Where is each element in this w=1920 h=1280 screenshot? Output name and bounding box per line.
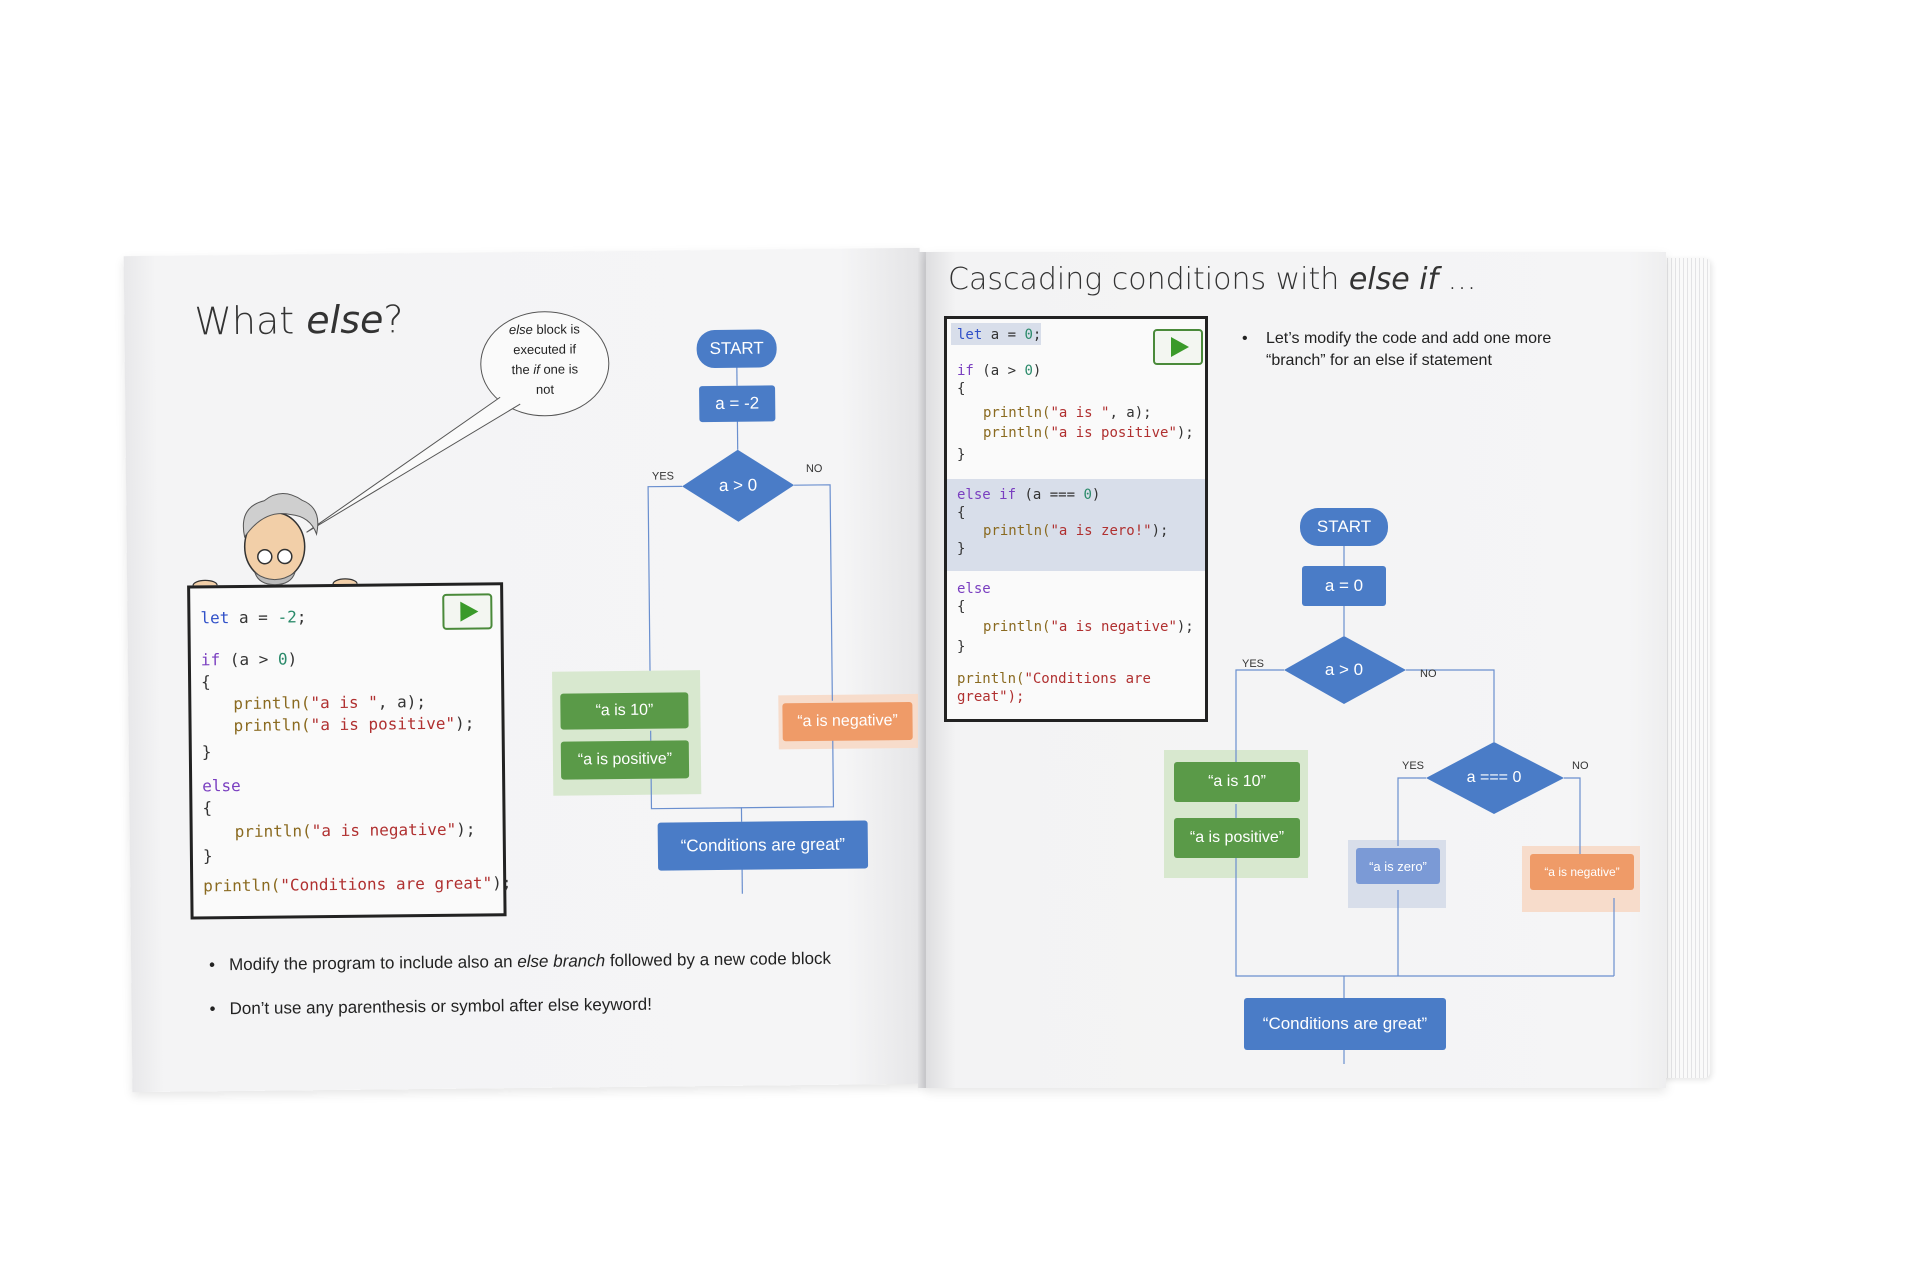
code-token: 0	[1024, 327, 1033, 343]
code-token: ;	[1032, 327, 1042, 343]
code-token: println(	[983, 523, 1051, 539]
code-token: println(	[983, 619, 1051, 635]
flow-condition-1: a > 0	[1324, 660, 1364, 679]
flow-yes-step1: “a is 10”	[560, 692, 689, 730]
title-text: Cascading conditions with	[948, 262, 1349, 297]
code-line: println("a is negative");	[983, 619, 1194, 635]
left-page: What else? else block is executed if the…	[123, 247, 929, 1093]
flow-condition: a > 0	[718, 475, 758, 495]
code-token: if	[957, 363, 974, 379]
code-line: }	[957, 447, 966, 463]
flow-no-label: NO	[805, 462, 823, 476]
flow-end: “Conditions are great”	[657, 820, 869, 871]
title-suffix: ...	[1438, 262, 1477, 297]
bullet-text: Modify the program to include also an	[228, 952, 518, 975]
code-token: , a);	[1109, 405, 1152, 421]
professor-mascot-icon	[192, 493, 358, 591]
highlight-else-if-block	[947, 479, 1205, 571]
flow-zero-step: “a is zero”	[1356, 848, 1440, 884]
flow-yes-step2: “a is positive”	[560, 740, 690, 780]
flow-start: START	[696, 329, 777, 369]
right-flow-connectors	[1235, 544, 1615, 1064]
code-token: 0	[1083, 487, 1092, 503]
right-page: Cascading conditions with else if ... le…	[926, 252, 1666, 1088]
bullet-line2: “branch” for an else if statement	[1266, 352, 1492, 369]
code-line: }	[957, 639, 966, 655]
speech-bubble-shape	[306, 311, 610, 533]
code-line: println("a is zero!");	[983, 523, 1168, 539]
code-line: println("a is ", a);	[983, 405, 1152, 421]
code-line: {	[957, 599, 966, 615]
code-line: println("Conditions are	[957, 671, 1151, 687]
right-bullet: • Let’s modify the code and add one more…	[1242, 328, 1552, 372]
flow-no-label: NO	[1420, 668, 1437, 680]
code-token: );	[1176, 619, 1194, 635]
flow-yes-label-2: YES	[1402, 760, 1425, 772]
code-line: else	[957, 581, 991, 597]
bullet-dot: •	[1242, 330, 1248, 347]
code-token: );	[1151, 523, 1169, 539]
code-token: (a >	[973, 363, 1025, 379]
left-flow-connectors	[647, 365, 835, 894]
code-line: else if (a === 0)	[957, 487, 1100, 503]
code-token: "a is positive"	[1050, 425, 1177, 441]
code-token: "a is "	[1050, 405, 1110, 421]
code-token: a =	[982, 327, 1025, 343]
flow-yes-step2: “a is positive”	[1174, 818, 1300, 858]
flow-condition-2: a === 0	[1466, 769, 1522, 786]
right-page-title: Cascading conditions with else if ...	[948, 262, 1476, 297]
code-token: )	[1032, 363, 1042, 379]
code-line: {	[957, 505, 966, 521]
code-token: "Conditions are	[1024, 671, 1151, 687]
bullet-dot: •	[208, 955, 216, 975]
bullet-line1: Let’s modify the code and add one more	[1266, 330, 1552, 347]
code-line: great");	[957, 689, 1025, 705]
run-button[interactable]	[1153, 329, 1203, 365]
code-line: if (a > 0)	[957, 363, 1041, 379]
code-token: println(	[957, 671, 1025, 687]
flow-negative-step: “a is negative”	[1530, 854, 1634, 890]
code-token: "a is negative"	[1050, 619, 1177, 635]
flow-assign: a = -2	[699, 385, 776, 423]
title-emphasis: else if	[1348, 262, 1439, 297]
right-code-panel: let a = 0; if (a > 0) { println("a is ",…	[944, 316, 1208, 722]
code-token: else if	[957, 487, 1017, 503]
bullet-dot: •	[209, 999, 216, 1019]
code-line: println("a is positive");	[983, 425, 1194, 441]
flow-yes-label: YES	[1242, 658, 1265, 670]
code-token: );	[1176, 425, 1194, 441]
code-token: 0	[1024, 363, 1033, 379]
flow-end: “Conditions are great”	[1244, 998, 1446, 1050]
bullet-text: followed by a new code block	[605, 948, 832, 971]
highlight-let	[951, 323, 1041, 345]
flow-no-step: “a is negative”	[782, 701, 913, 742]
code-token: )	[1091, 487, 1101, 503]
page-edges	[1660, 258, 1710, 1078]
code-token: println(	[983, 405, 1051, 421]
code-token: "a is zero!"	[1050, 523, 1152, 539]
bullet-text: Don’t use any parenthesis or symbol afte…	[229, 994, 652, 1019]
code-token: println(	[983, 425, 1051, 441]
code-line: }	[957, 541, 966, 557]
code-token: (a ===	[1016, 487, 1084, 503]
flow-start: START	[1300, 508, 1388, 546]
flow-yes-label: YES	[651, 470, 675, 483]
flow-no-label-2: NO	[1572, 760, 1589, 772]
flow-assign: a = 0	[1302, 566, 1386, 606]
code-line: {	[957, 381, 966, 397]
bullet-em: else branch	[517, 951, 606, 972]
code-token: let	[957, 327, 983, 343]
flow-yes-step1: “a is 10”	[1174, 762, 1300, 802]
code-line: let a = 0;	[957, 327, 1041, 343]
